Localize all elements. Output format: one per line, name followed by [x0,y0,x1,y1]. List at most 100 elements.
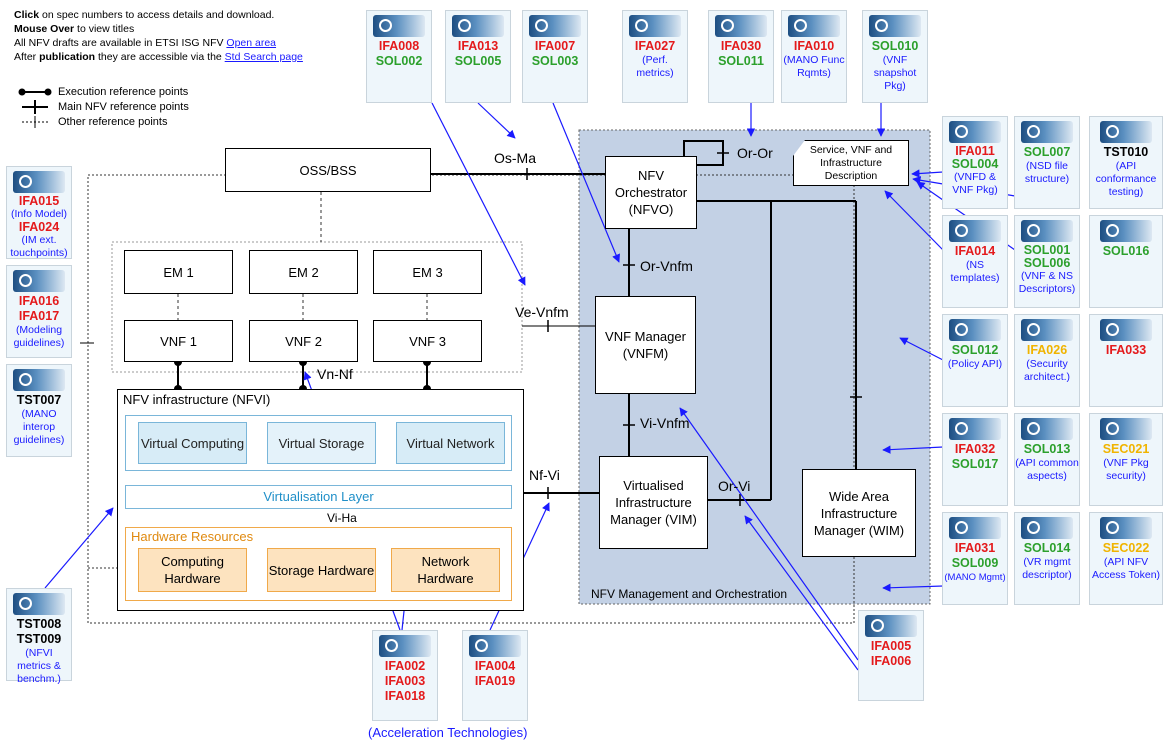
etsi-logo-icon [13,270,65,292]
card-ifa030-sol011[interactable]: IFA030 SOL011 [708,10,774,103]
card-ifa014[interactable]: IFA014 (NS templates) [942,215,1008,308]
card-ifa026[interactable]: IFA026 (Security architect.) [1014,314,1080,407]
virtualisation-layer-box: Virtualisation Layer [125,485,512,509]
mano-title: NFV Management and Orchestration [591,587,788,601]
arrow-ifa031 [882,583,944,592]
etsi-logo-icon [13,369,65,391]
ref-or-vi: Or-Vi [718,478,751,494]
card-sol007[interactable]: SOL007 (NSD file structure) [1014,116,1080,209]
card-sol013[interactable]: SOL013 (API common aspects) [1014,413,1080,506]
em1-box: EM 1 [124,250,233,294]
card-ifa005-ifa006[interactable]: IFA005 IFA006 [858,610,924,701]
arrow-ifa014 [884,190,944,251]
card-sol014[interactable]: SOL014 (VR mgmt descriptor) [1014,512,1080,605]
nfvi-title: NFV infrastructure (NFVI) [123,392,271,407]
etsi-logo-icon [949,220,1001,242]
card-sec022[interactable]: SEC022 (API NFV Access Token) [1089,512,1163,605]
etsi-logo-icon [1100,517,1152,539]
card-ifa013-sol005[interactable]: IFA013 SOL005 [445,10,511,103]
em-vnf-frame [111,241,523,373]
etsi-logo-icon [1021,418,1073,440]
virtual-resources-frame [125,415,512,471]
em3-box: EM 3 [373,250,482,294]
card-ifa031-sol009[interactable]: IFA031 SOL009 (MANO Mgmt) [942,512,1008,605]
etsi-logo-icon [373,15,425,37]
etsi-logo-icon [949,517,1001,539]
etsi-logo-icon [529,15,581,37]
virtual-storage-box: Virtual Storage [267,422,376,464]
vim-box: Virtualised Infrastructure Manager (VIM) [599,456,708,549]
etsi-logo-icon [13,593,65,615]
etsi-logo-icon [1021,220,1073,242]
card-sol010[interactable]: SOL010 (VNF snapshot Pkg) [862,10,928,103]
ref-or-or: Or-Or [737,145,773,161]
card-sec021[interactable]: SEC021 (VNF Pkg security) [1089,413,1163,506]
acceleration-technologies-label: (Acceleration Technologies) [368,725,528,740]
vnfm-box: VNF Manager (VNFM) [595,296,696,394]
etsi-logo-icon [715,15,767,37]
virtual-computing-box: Virtual Computing [138,422,247,464]
card-tst010[interactable]: TST010 (API conformance testing) [1089,116,1163,209]
etsi-logo-icon [469,635,521,657]
card-ifa032-sol017[interactable]: IFA032 SOL017 [942,413,1008,506]
etsi-logo-icon [949,418,1001,440]
card-ifa007-sol003[interactable]: IFA007 SOL003 [522,10,588,103]
etsi-logo-icon [629,15,681,37]
ref-vi-vnfm: Vi-Vnfm [640,415,690,431]
info-panel: Click on spec numbers to access details … [14,9,303,63]
arrow-ifa007 [552,102,620,263]
etsi-logo-icon [1100,220,1152,242]
card-ifa010[interactable]: IFA010 (MANO Func Rqmts) [781,10,847,103]
card-ifa008-sol002[interactable]: IFA008 SOL002 [366,10,432,103]
etsi-logo-icon [949,121,1001,143]
storage-hardware-box: Storage Hardware [267,548,376,592]
etsi-logo-icon [1021,121,1073,143]
vnf2-box: VNF 2 [249,320,358,362]
etsi-logo-icon [788,15,840,37]
card-tst008-tst009[interactable]: TST008 TST009 (NFVI metrics & benchm.) [6,588,72,685]
open-area-link[interactable]: Open area [226,37,277,49]
nfvo-box: NFV Orchestrator (NFVO) [605,156,697,229]
etsi-logo-icon [869,15,921,37]
card-sol012[interactable]: SOL012 (Policy API) [942,314,1008,407]
etsi-logo-icon [949,319,1001,341]
card-ifa016-ifa017[interactable]: IFA016 IFA017 (Modeling guidelines) [6,265,72,358]
arrow-ifa005b [744,515,859,671]
outer-dotted-frame [87,174,855,624]
card-ifa002-ifa003-ifa018[interactable]: IFA002 IFA003 IFA018 [372,630,438,721]
hardware-resources-frame [125,527,512,601]
card-sol001-sol006[interactable]: SOL001 SOL006 (VNF & NS Descriptors) [1014,215,1080,308]
descriptor-box: Service, VNF and Infrastructure Descript… [793,140,909,186]
etsi-logo-icon [1021,517,1073,539]
card-ifa027[interactable]: IFA027 (Perf. metrics) [622,10,688,103]
network-hardware-box: Network Hardware [391,548,500,592]
em2-box: EM 2 [249,250,358,294]
ref-ve-vnfm: Ve-Vnfm [515,304,569,320]
card-ifa011-sol004[interactable]: IFA011 SOL004 (VNFD & VNF Pkg) [942,116,1008,209]
ref-or-vnfm: Or-Vnfm [640,258,693,274]
card-ifa033[interactable]: IFA033 [1089,314,1163,407]
card-tst007[interactable]: TST007 (MANO interop guidelines) [6,364,72,457]
etsi-logo-icon [13,171,65,193]
arrow-ifa008 [431,102,526,286]
vnf3-box: VNF 3 [373,320,482,362]
legend-execution: Execution reference points [58,86,189,98]
etsi-logo-icon [452,15,504,37]
etsi-logo-icon [1100,121,1152,143]
arrow-sol012 [899,337,944,361]
card-ifa004-ifa019[interactable]: IFA004 IFA019 [462,630,528,721]
etsi-logo-icon [1021,319,1073,341]
etsi-logo-icon [1100,418,1152,440]
wim-box: Wide Area Infrastructure Manager (WIM) [802,469,916,557]
card-ifa015-ifa024[interactable]: IFA015 (Info Model) IFA024 (IM ext. touc… [6,166,72,259]
hardware-resources-title: Hardware Resources [131,529,254,544]
card-sol016[interactable]: SOL016 [1089,215,1163,308]
arrow-ifa013 [477,102,516,139]
vnf1-box: VNF 1 [124,320,233,362]
ref-vi-ha: Vi-Ha [327,511,357,525]
std-search-link[interactable]: Std Search page [224,51,303,63]
ref-nf-vi: Nf-Vi [529,467,560,483]
arrow-tst008 [44,507,114,589]
oss-bss-box: OSS/BSS [225,148,431,192]
arrow-ifa011 [911,169,944,178]
